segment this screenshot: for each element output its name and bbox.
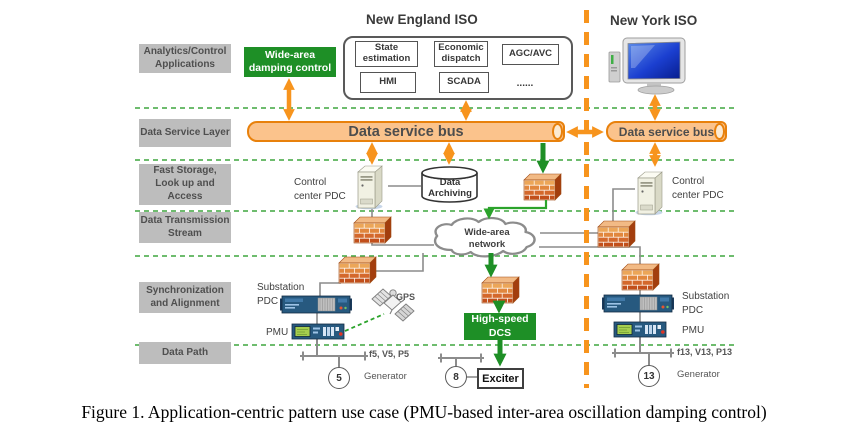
firewall-icon-ne-pdc — [353, 216, 392, 244]
bus-end-cap-ny — [714, 123, 725, 140]
generator-label-ne: Generator — [364, 371, 407, 382]
pmu-icon-ny — [613, 321, 667, 338]
new-york-iso-title: New York ISO — [610, 13, 698, 28]
rail-label-synchronization: Synchronization and Alignment — [139, 282, 231, 313]
pmu-icon-ne — [291, 323, 345, 340]
layer-divider-lines — [135, 107, 737, 346]
firewall-icon-dcs — [481, 276, 520, 304]
control-center-pdc-label-ne: Control center PDC — [294, 177, 346, 202]
rail-label-data-path: Data Path — [139, 342, 231, 364]
generator-5-circle: 5 — [328, 367, 350, 389]
app-agc-avc: AGC/AVC — [502, 44, 559, 65]
control-path-arrows — [484, 143, 550, 367]
generator-8-circle: 8 — [445, 366, 467, 388]
green-data-path-to-wan — [483, 200, 548, 220]
new-england-iso-title: New England ISO — [366, 12, 478, 27]
firewall-icon-ne-bus — [523, 173, 562, 201]
data-service-bus-ny: Data service bus — [606, 121, 727, 142]
gps-label: GPS — [396, 292, 416, 302]
firewall-icon-ne-substation — [338, 256, 377, 284]
wan-cloud-label: Wide-area network — [464, 227, 510, 250]
firewall-icon-ny-substation — [621, 263, 660, 291]
app-state-estimation: State estimation — [355, 41, 418, 67]
data-service-bus-ny-label: Data service bus — [618, 124, 715, 139]
generator-busbars — [300, 337, 674, 367]
rail-label-analytics: Analytics/Control Applications — [139, 44, 231, 73]
figure-caption: Figure 1. Application-centric pattern us… — [81, 402, 767, 422]
wide-area-damping-control-box: Wide-area damping control — [244, 47, 336, 77]
pmu-label-ne: PMU — [266, 327, 289, 338]
data-archiving-label: Data Archiving — [428, 176, 472, 199]
rail-label-fast-storage: Fast Storage, Look up and Access — [139, 164, 231, 205]
rail-label-transmission: Data Transmission Stream — [139, 212, 231, 243]
generator-13-circle: 13 — [638, 365, 660, 387]
exciter-box: Exciter — [477, 368, 524, 389]
measurements-label-ne: f5, V5, P5 — [369, 349, 410, 359]
control-center-pdc-icon-ne — [355, 165, 383, 210]
data-service-bus-ne: Data service bus — [247, 121, 565, 142]
app-economic-dispatch: Economic dispatch — [434, 41, 488, 67]
firewall-icon-ny-wan — [597, 220, 636, 248]
high-speed-dcs-box: High-speed DCS — [464, 313, 536, 340]
gps-sync-link — [344, 313, 385, 332]
control-center-pdc-label-ny: Control center PDC — [672, 176, 724, 201]
control-center-pdc-icon-ny — [635, 171, 663, 216]
measurements-label-ny: f13, V13, P13 — [677, 347, 733, 357]
data-service-bus-ne-label: Data service bus — [348, 123, 464, 140]
bus-end-cap-ne — [552, 123, 563, 140]
rail-label-data-service: Data Service Layer — [139, 119, 231, 147]
workstation-icon-ny — [608, 37, 686, 95]
app-hmi: HMI — [360, 72, 416, 93]
substation-pdc-icon-ny — [601, 294, 675, 313]
pmu-label-ny: PMU — [682, 325, 705, 336]
substation-pdc-label-ny: Substation PDC — [682, 291, 730, 316]
app-scada: SCADA — [439, 72, 489, 93]
data-flow-arrows — [283, 78, 661, 167]
generator-label-ny: Generator — [677, 369, 720, 380]
app-more-dots: ...... — [516, 77, 534, 89]
substation-pdc-label-ne: Substation PDC — [257, 282, 305, 307]
